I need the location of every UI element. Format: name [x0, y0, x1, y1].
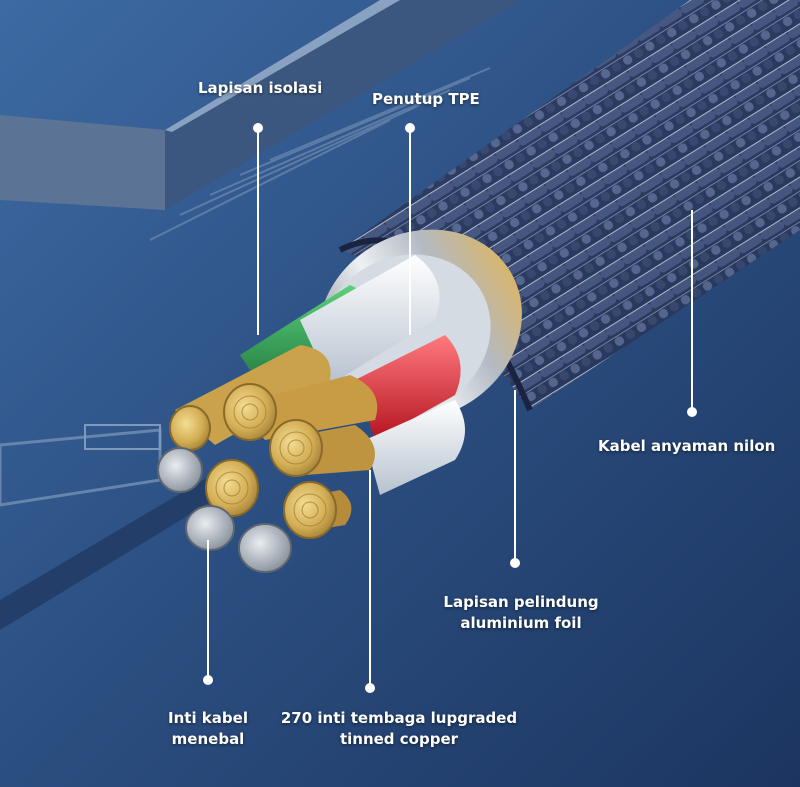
label-thickened-core: Inti kabel menebal — [160, 708, 256, 750]
label-aluminium-foil: Lapisan pelindung aluminium foil — [432, 592, 610, 634]
label-foil-line1: Lapisan pelindung — [443, 593, 599, 611]
callout-dot-foil — [510, 558, 520, 568]
label-insulation-layer: Lapisan isolasi — [198, 79, 323, 97]
copper-conductors — [169, 345, 378, 539]
label-copper-line1: 270 inti tembaga lupgraded — [280, 709, 518, 727]
device-edge — [0, 0, 520, 630]
callout-lines — [203, 123, 697, 693]
callout-dot-copper — [365, 683, 375, 693]
callout-dot-insulation — [253, 123, 263, 133]
callout-dot-core — [203, 675, 213, 685]
label-tinned-copper: 270 inti tembaga lupgraded tinned copper — [268, 708, 530, 750]
label-copper-line2: tinned copper — [339, 730, 459, 748]
label-nylon-braid: Kabel anyaman nilon — [598, 437, 776, 455]
label-tpe-cover: Penutup TPE — [372, 90, 480, 108]
label-core-line1: Inti kabel — [168, 709, 248, 727]
label-foil-line2: aluminium foil — [460, 614, 582, 632]
label-core-line2: menebal — [171, 730, 245, 748]
tinned-core-strands — [157, 447, 292, 573]
callout-dot-tpe — [405, 123, 415, 133]
callout-dot-braid — [687, 407, 697, 417]
